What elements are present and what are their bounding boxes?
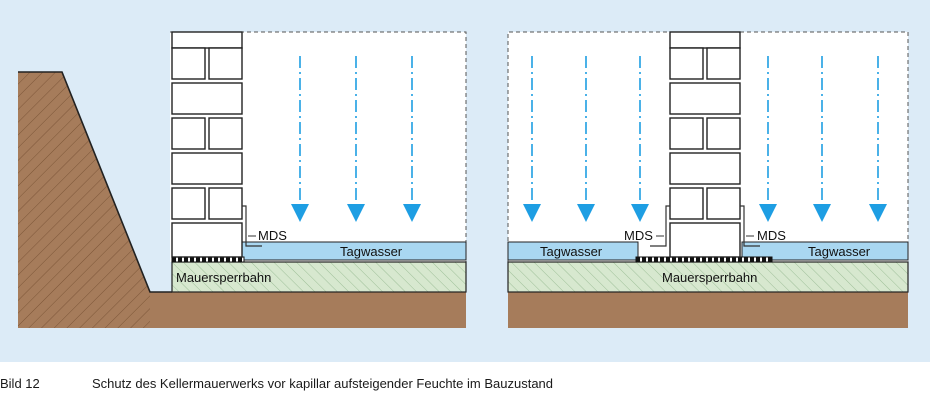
- left-rain-arrows: [291, 56, 421, 222]
- left-dashed-boundary: [170, 31, 467, 262]
- left-water-label: Tagwasser: [340, 244, 403, 259]
- left-mds-label: MDS: [258, 228, 287, 243]
- figure-number: Bild 12: [0, 376, 40, 391]
- right-barrier-label: Mauersperrbahn: [662, 270, 757, 285]
- rain-arrow: [291, 56, 309, 222]
- right-water-label-left: Tagwasser: [540, 244, 603, 259]
- rain-arrow: [869, 56, 887, 222]
- rain-arrow: [577, 56, 595, 222]
- left-brick-wall: [171, 31, 243, 258]
- right-detail: Tagwasser Tagwasser Mauersperrbahn MDS M…: [507, 31, 909, 328]
- rain-arrow: [759, 56, 777, 222]
- rain-arrow: [347, 56, 365, 222]
- right-mds-label-right: MDS: [757, 228, 786, 243]
- figure: Tagwasser Mauersperrbahn MDS: [0, 0, 930, 362]
- right-water-label-right: Tagwasser: [808, 244, 871, 259]
- rain-arrow: [813, 56, 831, 222]
- left-mds-coating: [242, 205, 262, 247]
- left-barrier-label: Mauersperrbahn: [176, 270, 271, 285]
- rain-arrow: [403, 56, 421, 222]
- right-rain-arrows: [523, 56, 887, 222]
- left-concrete-hatch: [172, 262, 466, 292]
- right-water-layer-left: [507, 241, 639, 261]
- right-soil-base: [508, 292, 908, 328]
- right-water-layer-right: [741, 241, 909, 261]
- right-mds-coating-right: [740, 205, 760, 247]
- left-soil-edge: [18, 71, 172, 293]
- rain-arrow: [523, 56, 541, 222]
- right-mds-label-left: MDS: [624, 228, 653, 243]
- right-concrete-hatch: [508, 262, 908, 292]
- diagram-canvas: Tagwasser Mauersperrbahn MDS: [18, 31, 909, 328]
- figure-caption-text: Schutz des Kellermauerwerks vor kapillar…: [92, 376, 554, 391]
- rain-arrow: [631, 56, 649, 222]
- left-soil-hatch: [18, 72, 150, 328]
- right-brick-wall: [669, 31, 741, 258]
- left-concrete-outline: [171, 261, 467, 293]
- right-mds-coating-left: [650, 205, 670, 247]
- left-detail: Tagwasser Mauersperrbahn MDS: [18, 31, 467, 328]
- figure-caption: Bild 12 Schutz des Kellermauerwerks vor …: [0, 372, 930, 396]
